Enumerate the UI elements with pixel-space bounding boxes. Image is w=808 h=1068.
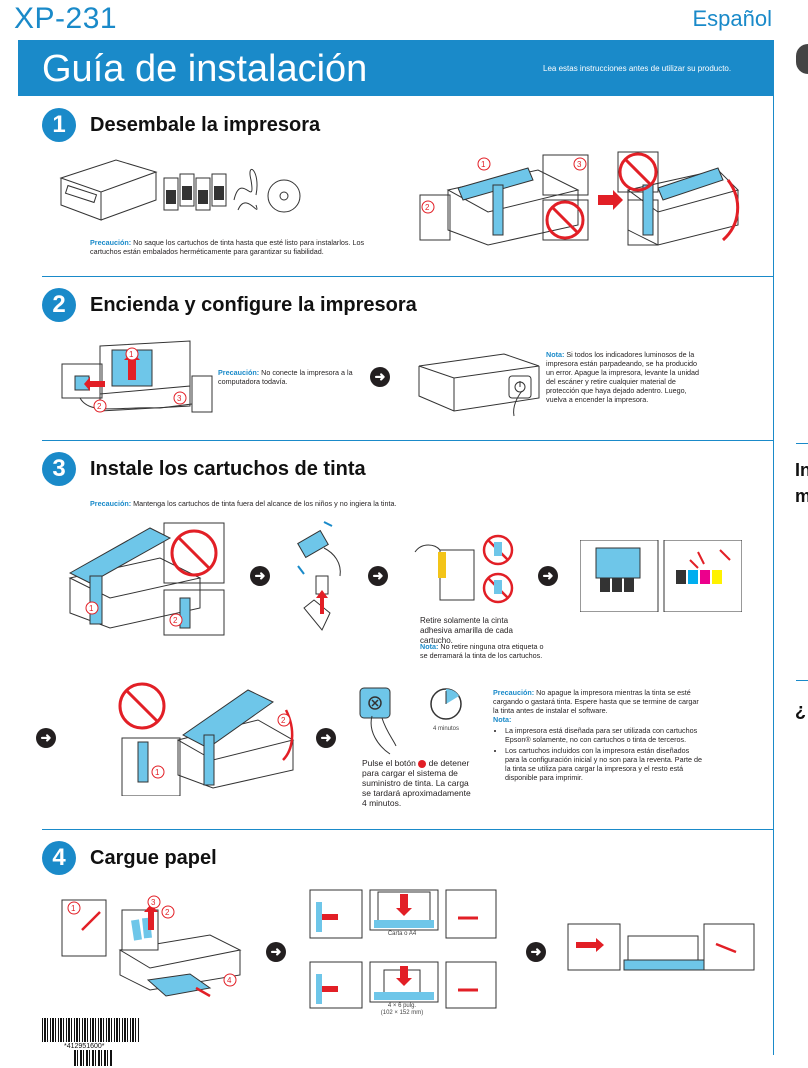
photo-caption-2: (102 × 152 mm): [380, 1010, 424, 1016]
step-3-number: 3: [42, 452, 76, 486]
load-paper-illustration: 1 2 3 4: [61, 895, 242, 998]
page-tab: [796, 44, 808, 74]
caution-label: Precaución:: [90, 238, 132, 247]
timer-label: 4 minutos: [432, 726, 459, 732]
step-1-number: 1: [42, 108, 76, 142]
next-arrow-icon: ➜: [526, 942, 546, 962]
step-2-number: 2: [42, 288, 76, 322]
press-stop-button-illustration: [359, 687, 397, 755]
step-4-number: 4: [42, 841, 76, 875]
side-divider: [796, 443, 808, 444]
letter-paper-illustration: [309, 889, 497, 939]
model-name: XP-231: [14, 2, 118, 35]
next-arrow-icon: ➜: [316, 728, 336, 748]
step-4-title: Cargue papel: [90, 847, 217, 869]
side-text-1b: m: [795, 486, 808, 506]
stop-button-icon: [418, 759, 427, 768]
caution-text: No saque los cartuchos de tinta hasta qu…: [90, 238, 365, 256]
column-divider: [773, 95, 774, 1055]
svg-text:4: 4: [227, 976, 232, 985]
note-text: Si todos los indicadores luminosos de la…: [546, 350, 700, 404]
svg-text:1: 1: [481, 160, 486, 169]
side-text-1a: In: [795, 460, 808, 480]
language-label: Español: [692, 6, 772, 31]
press-text-2: de detener para cargar el sistema de sum…: [362, 758, 471, 808]
section-divider: [42, 276, 774, 277]
step-1-title: Desembale la impresora: [90, 114, 321, 136]
step-2-caution: Precaución: No conecte la impresora a la…: [218, 368, 358, 386]
step-3-caution: Precaución: Mantenga los cartuchos de ti…: [90, 499, 510, 508]
svg-text:2: 2: [173, 616, 178, 625]
caution-text: No conecte la impresora a la computadora…: [218, 368, 353, 386]
barcode-secondary: [74, 1050, 112, 1066]
svg-text:1: 1: [71, 904, 76, 913]
section-divider: [42, 440, 774, 441]
note-list: La impresora está diseñada para ser util…: [493, 726, 703, 782]
tape-note: Nota: No retire ninguna otra etiqueta o …: [420, 642, 550, 660]
note-label: Nota:: [420, 642, 439, 651]
svg-text:3: 3: [177, 394, 182, 403]
tape-instruction: Retire solamente la cinta adhesiva amari…: [420, 616, 513, 645]
note-label: Nota:: [493, 715, 512, 724]
list-item: Los cartuchos incluidos con la impresora…: [505, 746, 703, 782]
svg-text:1: 1: [89, 604, 94, 613]
svg-text:2: 2: [165, 908, 170, 917]
svg-text:2: 2: [281, 716, 286, 725]
barcode: [42, 1018, 140, 1042]
svg-text:3: 3: [151, 898, 156, 907]
step-2-title: Encienda y configure la impresora: [90, 294, 417, 316]
next-arrow-icon: ➜: [538, 566, 558, 586]
next-arrow-icon: ➜: [36, 728, 56, 748]
caution-label: Precaución:: [218, 368, 260, 377]
adjust-guide-illustration: [567, 923, 755, 971]
caution-label: Precaución:: [493, 688, 535, 697]
page-title: Guía de instalación: [42, 48, 368, 90]
letter-caption: Carta o A4: [387, 931, 417, 937]
list-item: La impresora está diseñada para ser util…: [505, 726, 703, 744]
svg-text:1: 1: [155, 768, 160, 777]
caution-text: Mantenga los cartuchos de tinta fuera de…: [133, 499, 397, 508]
power-on-illustration: [418, 353, 540, 417]
step-1-caution: Precaución: No saque los cartuchos de ti…: [90, 238, 380, 256]
caution-label: Precaución:: [90, 499, 132, 508]
step-3-title: Instale los cartuchos de tinta: [90, 458, 366, 480]
remove-packing-illustration: 1 2 3: [419, 151, 740, 246]
next-arrow-icon: ➜: [266, 942, 286, 962]
svg-text:3: 3: [577, 160, 582, 169]
open-scanner-illustration: 1 2: [68, 522, 225, 636]
note-label: Nota:: [546, 350, 565, 359]
page-subtitle: Lea estas instrucciones antes de utiliza…: [543, 64, 732, 73]
next-arrow-icon: ➜: [250, 566, 270, 586]
svg-text:2: 2: [425, 203, 430, 212]
step-2-note: Nota: Si todos los indicadores luminosos…: [546, 350, 706, 404]
connect-power-illustration: 1 2 3: [61, 340, 213, 413]
remove-tape-illustration: [414, 534, 514, 604]
barcode-number: *412951600*: [64, 1043, 105, 1050]
unboxed-items-illustration: [59, 159, 301, 221]
insert-cartridges-illustration: [580, 540, 742, 612]
shake-cartridge-illustration: [297, 521, 341, 631]
svg-text:1: 1: [129, 350, 134, 359]
title-banner: [18, 40, 774, 96]
caution-text: No apague la impresora mientras la tinta…: [493, 688, 699, 715]
timer-icon: [430, 688, 462, 720]
close-scanner-illustration: 1 2: [118, 682, 295, 796]
note-text: No retire ninguna otra etiqueta o se der…: [420, 642, 544, 660]
svg-text:2: 2: [97, 402, 102, 411]
photo-paper-illustration: [309, 961, 497, 1009]
step-3-caution-2: Precaución: No apague la impresora mient…: [493, 688, 703, 784]
next-arrow-icon: ➜: [370, 367, 390, 387]
photo-caption-1: 4 × 6 pulg.: [387, 1003, 417, 1009]
side-text-2: ¿: [795, 700, 806, 720]
press-stop-text: Pulse el botón de detener para cargar el…: [362, 758, 472, 808]
section-divider: [42, 829, 774, 830]
press-text-1: Pulse el botón: [362, 758, 416, 768]
side-divider: [796, 680, 808, 681]
next-arrow-icon: ➜: [368, 566, 388, 586]
